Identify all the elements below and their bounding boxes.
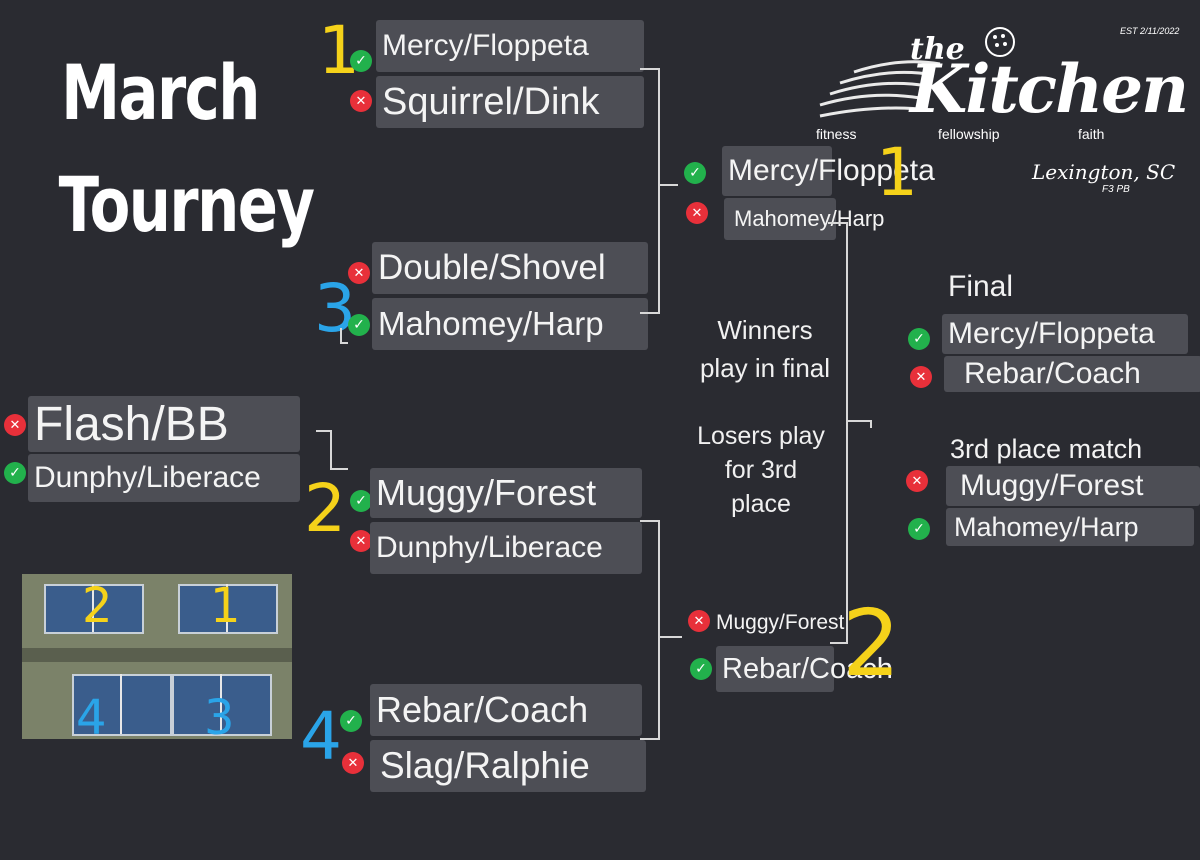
logo-est: EST 2/11/2022 (1120, 26, 1180, 36)
team-qf2-b: Dunphy/Liberace (370, 522, 642, 574)
bracket-line (658, 520, 660, 740)
court-label-2: 2 (82, 578, 113, 634)
team-qf1-a: Mercy/Floppeta (376, 20, 644, 72)
court-3 (172, 674, 272, 736)
logo-tag-fitness: fitness (816, 126, 857, 142)
bracket-line (640, 312, 660, 314)
court-4 (72, 674, 172, 736)
logo-kitchen: Kitchen (910, 50, 1189, 128)
bracket-tick (870, 420, 872, 428)
third-place-label: 3rd place match (950, 434, 1143, 464)
team-qf1-b: Squirrel/Dink (376, 76, 644, 128)
team-qf2-a: Muggy/Forest (370, 468, 642, 518)
bracket-tick (340, 342, 348, 344)
x-icon: ✕ (342, 752, 364, 774)
bracket-line (640, 68, 660, 70)
team-sf1-b: Mahomey/Harp (724, 198, 884, 240)
check-icon: ✓ (908, 328, 930, 350)
logo-tag-fellowship: fellowship (938, 126, 1000, 142)
logo-sub: F3 PB (1102, 184, 1130, 195)
kitchen-logo: the Kitchen EST 2/11/2022 fitness fellow… (810, 20, 1190, 210)
x-icon: ✕ (4, 414, 26, 436)
court-net (92, 584, 94, 632)
x-icon: ✕ (348, 262, 370, 284)
x-icon: ✕ (906, 470, 928, 492)
seed-2-sf: 2 (842, 590, 901, 697)
final-label: Final (948, 270, 1014, 303)
logo-tag-faith: faith (1078, 126, 1105, 142)
seed-1-qf: 1 (318, 12, 360, 89)
bracket-line (828, 222, 848, 224)
seed-1-sf: 1 (876, 134, 918, 211)
bracket-line (640, 520, 660, 522)
x-icon: ✕ (910, 366, 932, 388)
x-icon: ✕ (686, 202, 708, 224)
check-icon: ✓ (690, 658, 712, 680)
check-icon: ✓ (908, 518, 930, 540)
court-layout-image: 2 1 4 3 (22, 574, 292, 739)
court-label-3: 3 (204, 690, 235, 739)
bracket-line (330, 430, 332, 470)
x-icon: ✕ (688, 610, 710, 632)
bracket-line (660, 636, 682, 638)
check-icon: ✓ (348, 314, 370, 336)
team-playin-b: Dunphy/Liberace (28, 454, 300, 502)
team-third-a: Muggy/Forest (946, 466, 1200, 506)
note-winners-line1: Winners (717, 315, 813, 345)
court-net (226, 584, 228, 632)
team-qf4-a: Rebar/Coach (370, 684, 642, 736)
team-qf3-b: Mahomey/Harp (372, 298, 648, 350)
note-winners-line2: play in final (699, 353, 831, 383)
team-final-b: Rebar/Coach (944, 356, 1200, 392)
team-qf3-a: Double/Shovel (372, 242, 648, 294)
bracket-line (848, 420, 872, 422)
team-final-a: Mercy/Floppeta (942, 314, 1188, 354)
seed-4-qf: 4 (300, 698, 342, 775)
walkway (22, 648, 292, 662)
bracket-line (640, 738, 660, 740)
logo-location: Lexington, SC (1032, 160, 1176, 184)
bracket-line (316, 430, 330, 432)
team-third-b: Mahomey/Harp (946, 508, 1194, 546)
logo-the: the (910, 32, 965, 67)
note-losers-line1: Losers play (697, 422, 825, 450)
team-qf4-b: Slag/Ralphie (370, 740, 646, 792)
court-1 (178, 584, 278, 634)
note-losers-line2: for 3rd (724, 456, 798, 484)
title-march: March (61, 48, 260, 137)
team-sf2-b: Rebar/Coach (716, 646, 893, 692)
flag-stripes-graphic (819, 27, 1015, 118)
bracket-line (330, 468, 348, 470)
title-tourney: Tourney (58, 160, 315, 249)
check-icon: ✓ (684, 162, 706, 184)
check-icon: ✓ (350, 50, 372, 72)
court-label-1: 1 (210, 578, 241, 634)
team-sf2-a: Muggy/Forest (716, 611, 845, 634)
check-icon: ✓ (340, 710, 362, 732)
court-net (220, 674, 222, 734)
court-2 (44, 584, 144, 634)
bracket-line (658, 68, 660, 314)
x-icon: ✕ (350, 90, 372, 112)
bracket-line (846, 222, 848, 644)
bracket-line (660, 184, 678, 186)
check-icon: ✓ (350, 490, 372, 512)
team-sf1-a: Mercy/Floppeta (722, 146, 935, 196)
check-icon: ✓ (4, 462, 26, 484)
court-label-4: 4 (76, 690, 107, 739)
seed-2-qf: 2 (304, 470, 346, 547)
x-icon: ✕ (350, 530, 372, 552)
court-net (120, 674, 122, 734)
team-playin-a: Flash/BB (28, 396, 300, 452)
bracket-line (830, 642, 848, 644)
bracket-tick (340, 328, 342, 344)
note-losers-line3: place (731, 490, 791, 518)
